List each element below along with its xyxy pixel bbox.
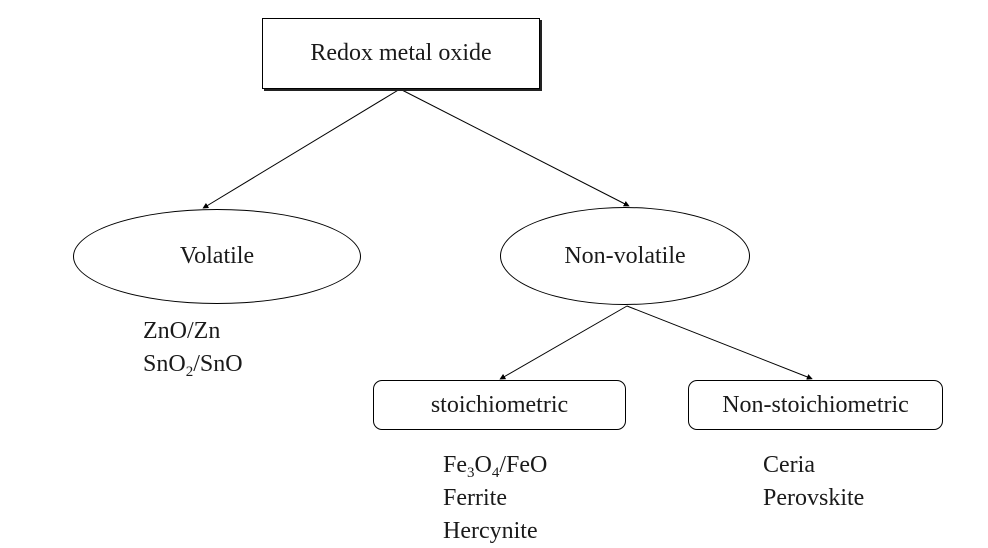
subscript: 3: [467, 465, 475, 481]
text-segment: Hercynite: [443, 518, 538, 544]
text-segment: Ceria: [763, 452, 815, 478]
subscript: 2: [185, 364, 194, 380]
example-item: ZnO/Zn: [143, 315, 243, 348]
volatile-label: Volatile: [179, 243, 255, 269]
volatile-node: Volatile: [73, 209, 361, 304]
stoichiometric-node: stoichiometric: [373, 380, 626, 430]
stoichiometric-label: stoichiometric: [430, 391, 569, 418]
edge-root-volatile: [202, 88, 401, 209]
text-segment: Ferrite: [443, 485, 507, 511]
edge-nonvolatile-nonstoichiometric: [626, 305, 813, 380]
text-segment: Fe: [443, 452, 467, 478]
example-item: Ferrite: [443, 482, 547, 515]
non-volatile-label: Non-volatile: [564, 242, 686, 269]
text-segment: O: [474, 452, 492, 478]
root-label: Redox metal oxide: [310, 40, 492, 66]
text-segment: SnO: [143, 351, 186, 377]
example-item: Ceria: [763, 449, 864, 482]
text-segment: /SnO: [193, 351, 243, 377]
edge-nonvolatile-stoichiometric: [499, 305, 628, 380]
example-item: SnO2/SnO: [143, 348, 243, 381]
edge-root-nonvolatile: [399, 88, 630, 207]
text-segment: ZnO/Zn: [143, 318, 221, 344]
example-item: Fe3O4/FeO: [443, 449, 547, 482]
non-volatile-node: Non-volatile: [500, 207, 750, 305]
root-node: Redox metal oxide: [262, 18, 540, 89]
non-stoichiometric-node: Non-stoichiometric: [688, 380, 943, 430]
non-stoichiometric-label: Non-stoichiometric: [722, 391, 909, 418]
text-segment: /FeO: [499, 452, 548, 478]
example-item: Hercynite: [443, 515, 547, 548]
example-item: Perovskite: [763, 482, 864, 515]
subscript: 4: [491, 465, 500, 481]
text-segment: Perovskite: [763, 485, 865, 511]
